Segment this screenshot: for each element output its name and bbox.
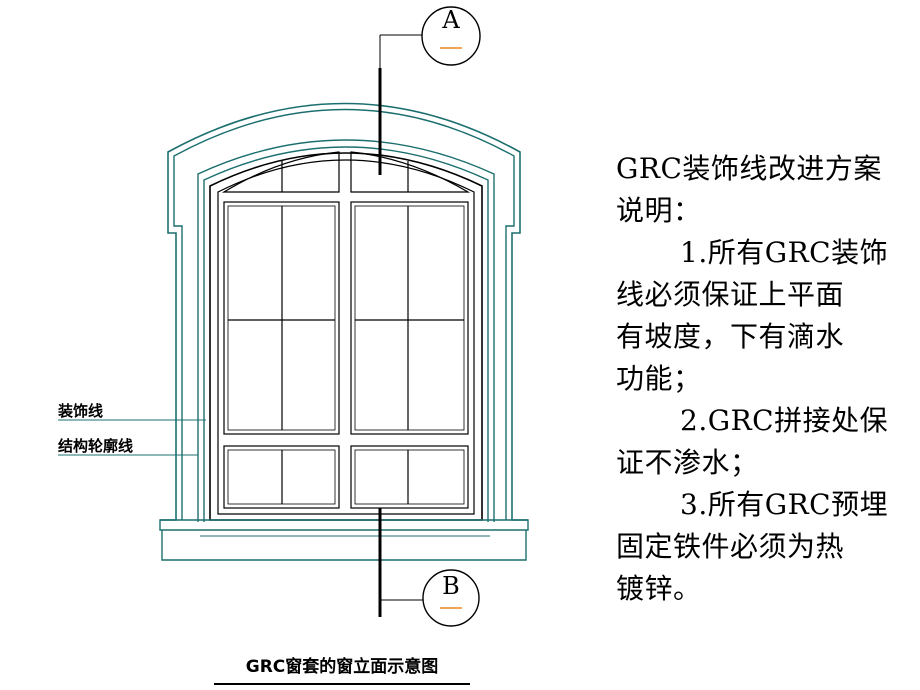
note-line: 线必须保证上平面 [616, 278, 845, 311]
notes-title: GRC装饰线改进方案 [616, 152, 882, 185]
caption-underline [214, 683, 470, 685]
grc-surround-inner [173, 108, 515, 520]
transom-left [221, 151, 340, 193]
structural-outline-label: 结构轮廓线 [58, 437, 134, 455]
notes-subtitle: 说明： [616, 194, 702, 227]
note-line: 2.GRC拼接处保 [680, 404, 889, 437]
note-line: 固定铁件必须为热 [616, 530, 845, 563]
note-line: 1.所有GRC装饰 [680, 236, 889, 269]
decorative-molding-line [197, 139, 495, 522]
note-line: 功能； [616, 362, 702, 395]
window-sill [159, 519, 529, 561]
callout-b-letter: B [442, 572, 460, 600]
improvement-notes: GRC装饰线改进方案 说明： 1.所有GRC装饰 线必须保证上平面 有坡度，下有… [616, 148, 916, 610]
window-frame-outer [209, 152, 483, 521]
lower-pane-left [223, 445, 340, 509]
sash-left [223, 201, 340, 435]
note-line: 镀锌。 [616, 572, 702, 605]
transom-right [350, 151, 471, 193]
structural-outline [203, 146, 489, 522]
section-bubble-b [422, 569, 480, 627]
callout-a-letter: A [442, 6, 460, 34]
sash-right [350, 201, 469, 435]
note-line: 3.所有GRC预埋 [680, 488, 889, 521]
note-line: 有坡度，下有滴水 [616, 320, 845, 353]
decorative-line-label: 装饰线 [58, 402, 104, 420]
section-bubble-a [421, 6, 481, 66]
grc-surround-outer [160, 102, 528, 521]
figure-caption: GRC窗套的窗立面示意图 [245, 657, 439, 677]
note-line: 证不渗水； [616, 446, 759, 479]
lower-pane-right [350, 445, 469, 509]
window-frame-inner [217, 159, 475, 515]
